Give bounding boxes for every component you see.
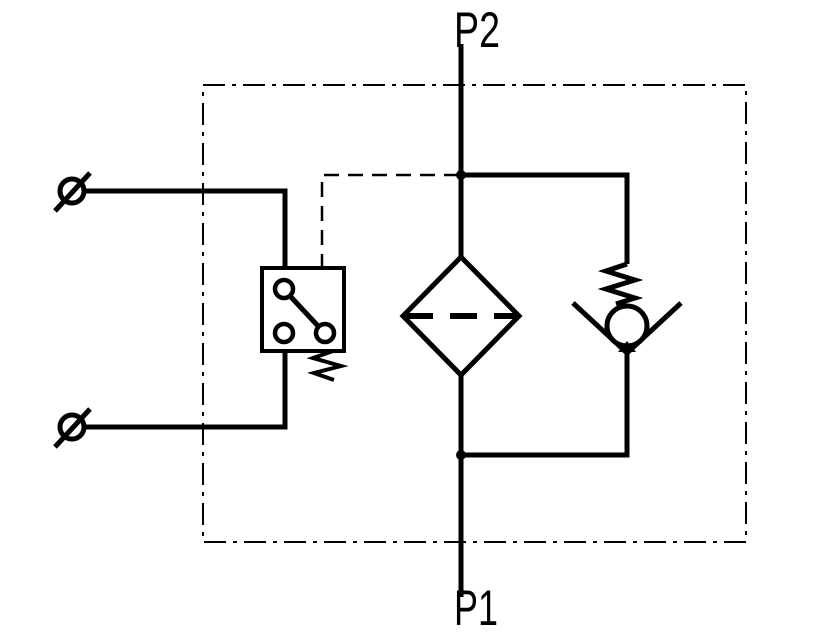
wire-upper [86,188,288,266]
pressure-switch-icon [260,266,349,382]
switch-contact-top [272,277,296,301]
valve-seat-tip [618,341,636,352]
terminal-lower-slash [53,407,92,449]
check-valve-icon [571,261,683,357]
switch-contact-bottom-left [272,321,296,345]
terminal-upper-slash [53,171,92,213]
valve-ball [604,303,650,349]
port-label-p1: P1 [454,580,498,634]
switch-lever [288,294,321,329]
terminal-lower-circle [57,412,87,442]
junction-dot-top [456,170,466,180]
sensing-line-icon [320,173,459,266]
valve-spring-icon [597,261,644,307]
port-label-p2: P2 [454,2,500,58]
filter-element-icon [399,253,523,379]
valve-seat [571,301,683,357]
bypass-line-upper [461,172,630,264]
bypass-line-lower [461,351,630,458]
terminal-upper-circle [57,176,87,206]
terminal-upper-icon [53,171,92,213]
terminal-lower-icon [53,407,92,449]
switch-contact-bottom-right [313,321,337,345]
bypass-branch-line [461,172,630,458]
wire-lower [86,353,288,430]
junction-dot-bottom [456,450,466,460]
switch-spring-icon [306,349,349,382]
assembly-boundary-icon [202,84,747,543]
